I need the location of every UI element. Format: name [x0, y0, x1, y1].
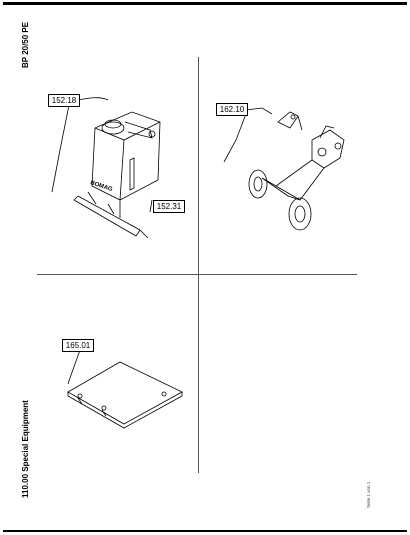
tank-brand-label: BOMAG — [89, 180, 113, 193]
part-callout: 162.10 — [216, 103, 248, 116]
horizontal-divider — [37, 274, 357, 275]
part-callout: 165.01 — [62, 339, 94, 352]
water-tank-drawing — [51, 97, 161, 239]
part-callout: 152.31 — [153, 200, 185, 213]
transport-wheels-drawing — [223, 107, 345, 231]
vertical-divider — [198, 57, 199, 473]
part-callout: 152.18 — [48, 94, 80, 107]
plate-drawing — [67, 349, 183, 429]
bottom-rule — [3, 530, 407, 532]
top-rule — [3, 2, 407, 5]
